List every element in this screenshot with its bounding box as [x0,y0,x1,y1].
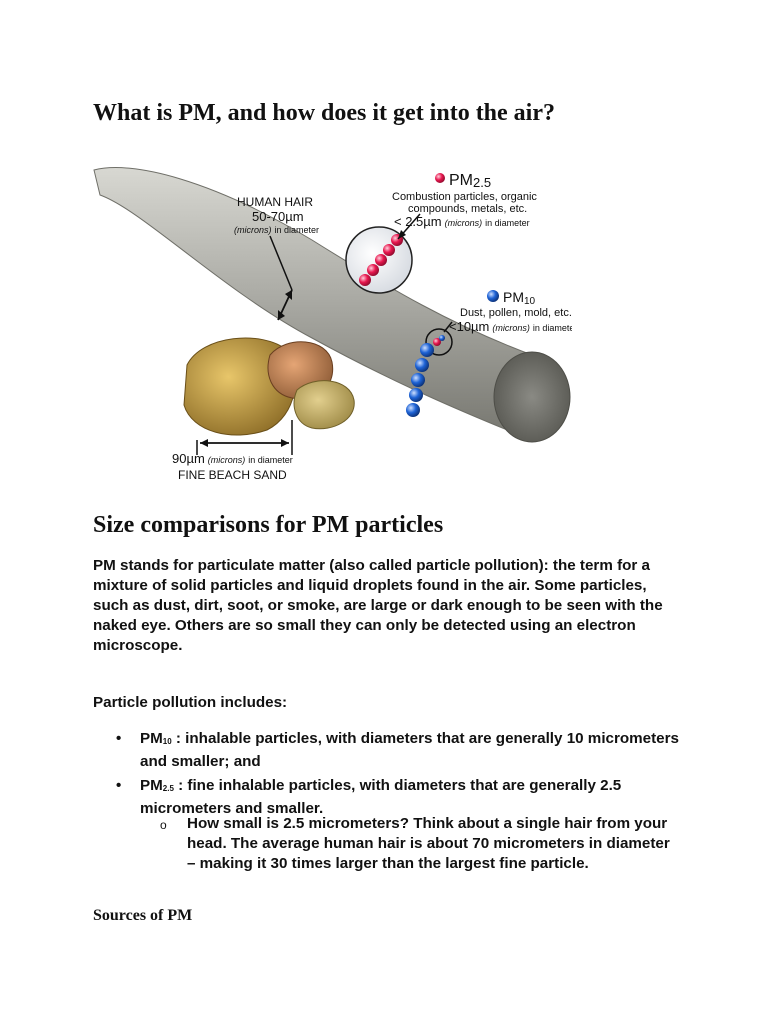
pm10-desc: Dust, pollen, mold, etc. [460,307,572,319]
page-title: What is PM, and how does it get into the… [93,100,555,126]
section-heading-sources: Sources of PM [93,907,193,924]
intro-paragraph: PM stands for particulate matter (also c… [93,557,663,654]
sand-grain-flat [293,380,355,430]
sub-list-item-hair-comparison: o How small is 2.5 micrometers? Think ab… [0,814,677,874]
sand-size: 90µm(microns)in diameter [172,451,293,466]
pm-bullet-list: • PM10 : inhalable particles, with diame… [0,729,768,823]
pm25-text: : fine inhalable particles, with diamete… [140,777,622,817]
pm10-size: <10µm(microns)in diameter [449,319,572,334]
hair-size: 50-70µm [252,209,304,224]
pm25-term: PM [140,777,163,794]
pm10-term: PM [140,730,163,747]
pm10-label: PM10 [503,289,536,307]
pm25-label: PM2.5 [449,172,491,190]
list-item-pm10: • PM10 : inhalable particles, with diame… [0,729,680,772]
hair-unit: (microns)in diameter [234,225,319,235]
pm25-desc-2: compounds, metals, etc. [408,203,527,215]
bullet-dot-icon: • [116,730,122,747]
pm-illustration: PM2.5 Combustion particles, organic comp… [93,167,577,482]
pm25-dot-icon [435,173,445,183]
hair-cross-section [493,351,571,443]
pm25-size: < 2.5µm(microns)in diameter [394,214,530,229]
hair-title: HUMAN HAIR [237,195,313,209]
includes-label: Particle pollution includes: [93,694,288,711]
sub-bullet-text: How small is 2.5 micrometers? Think abou… [187,815,670,872]
pm10-text: : inhalable particles, with diameters th… [140,730,679,770]
hollow-bullet-icon: o [160,818,167,832]
list-item-pm25: • PM2.5 : fine inhalable particles, with… [0,776,680,819]
pm25-subscript: 2.5 [162,784,174,793]
pm-size-comparison-figure: PM2.5 Combustion particles, organic comp… [92,150,577,495]
section-heading-size-comparisons: Size comparisons for PM particles [93,512,444,538]
pm10-dot-icon [487,290,499,302]
bullet-dot-icon: • [116,777,122,794]
pm10-subscript: 10 [162,737,172,746]
pm25-desc-1: Combustion particles, organic [392,191,537,203]
sand-title: FINE BEACH SAND [178,468,287,482]
